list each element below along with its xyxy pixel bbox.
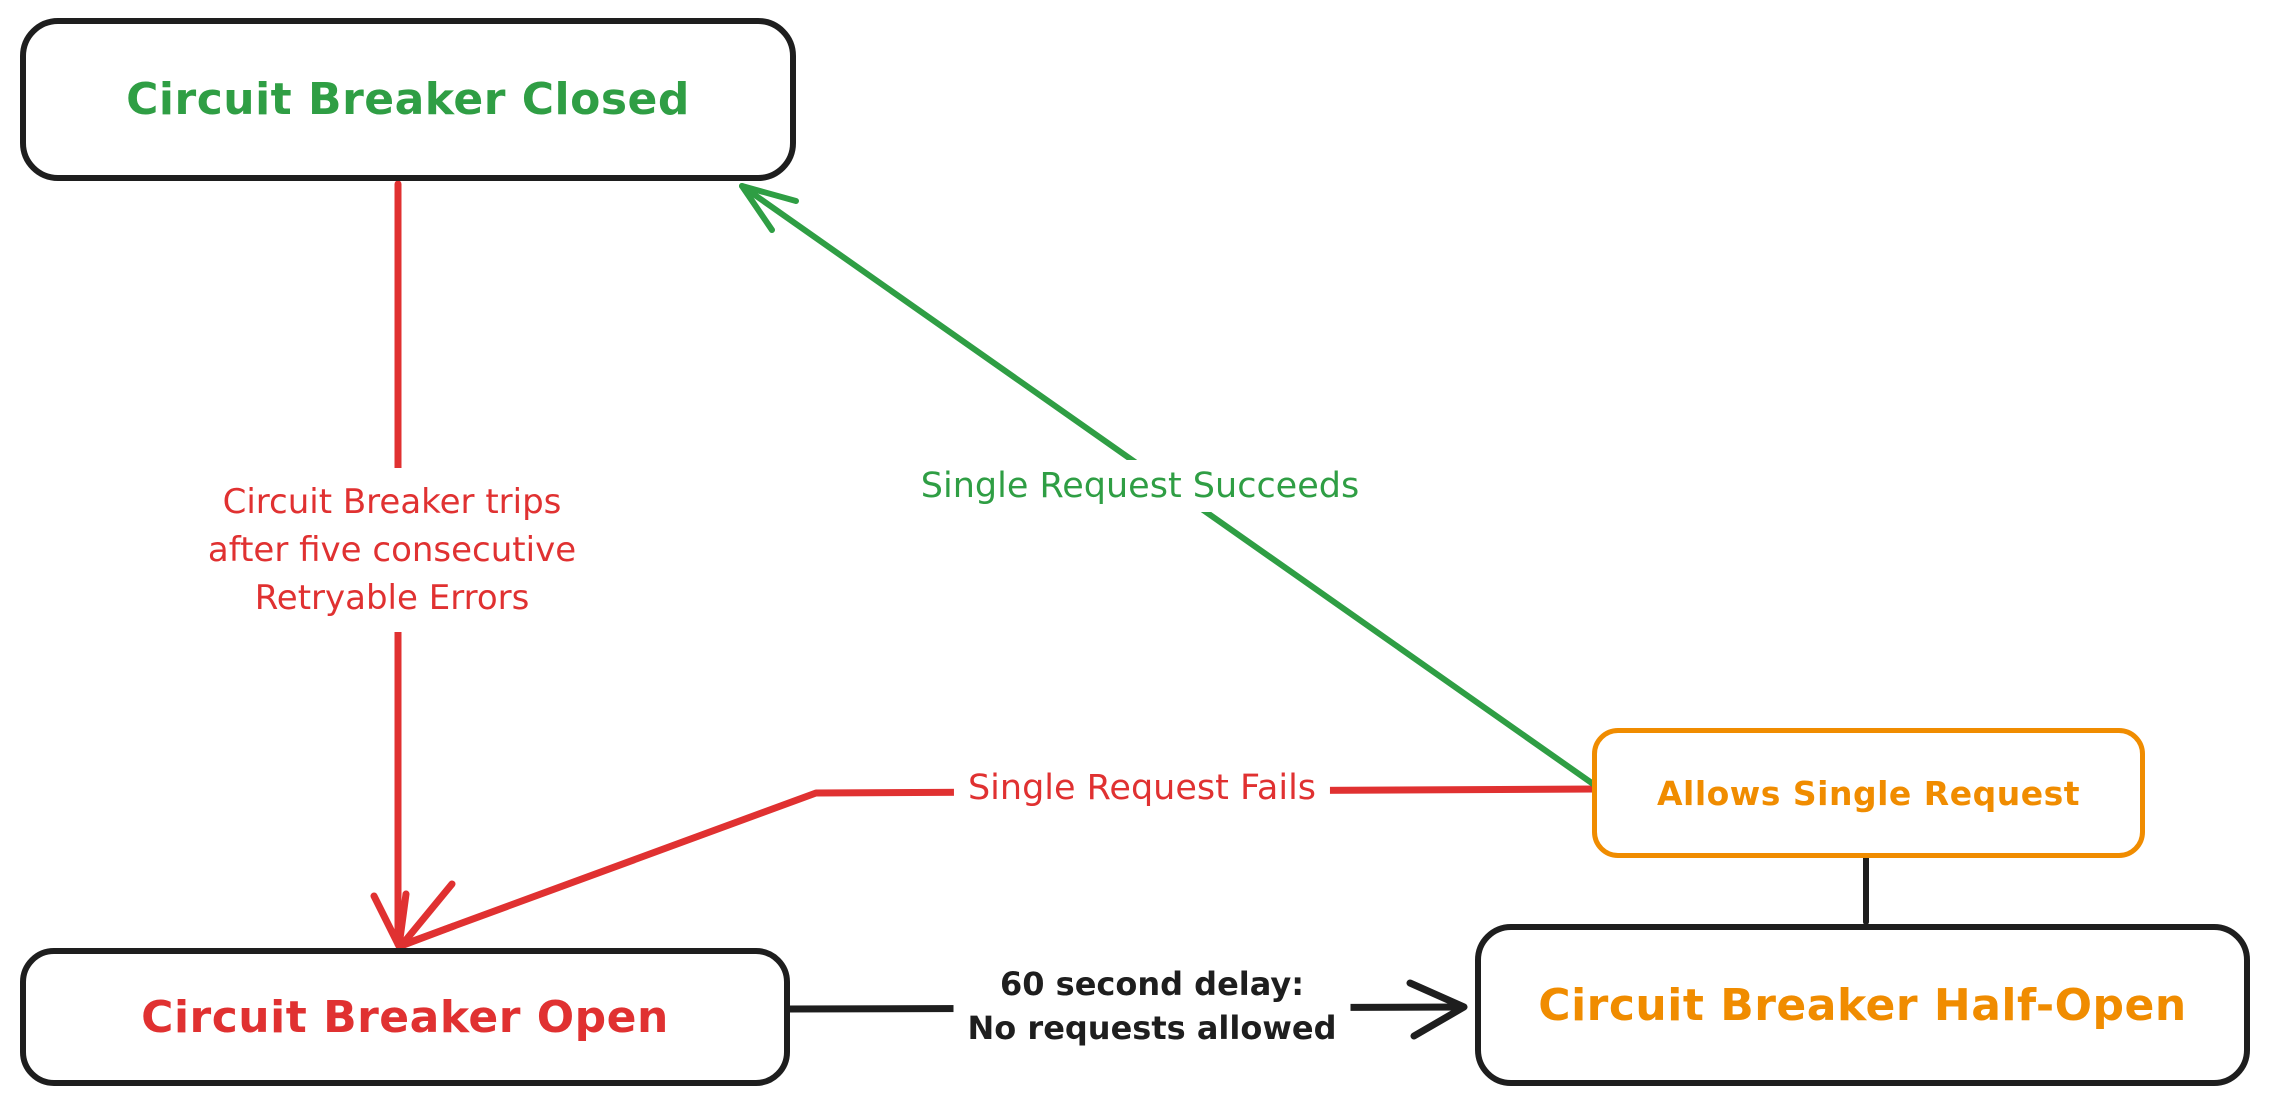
node-circuit-breaker-closed: Circuit Breaker Closed — [20, 18, 796, 181]
node-label-closed: Circuit Breaker Closed — [126, 74, 690, 125]
edge-label-trips-line-3: Retryable Errors — [254, 578, 530, 618]
node-circuit-breaker-half-open: Circuit Breaker Half-Open — [1475, 924, 2250, 1086]
node-label-allows: Allows Single Request — [1656, 773, 2081, 813]
edge-label-trips: Circuit Breaker trips after five consecu… — [191, 468, 593, 632]
edge-label-succeeds: Single Request Succeeds — [906, 460, 1374, 512]
edge-label-delay-line-1: 60 second delay: — [999, 965, 1305, 1003]
succeeds-arrowhead — [739, 183, 799, 233]
node-label-open: Circuit Breaker Open — [141, 991, 669, 1043]
node-circuit-breaker-open: Circuit Breaker Open — [20, 948, 790, 1086]
edge-label-delay: 60 second delay: No requests allowed — [953, 956, 1351, 1056]
delay-arrowhead — [1406, 979, 1468, 1040]
edge-label-fails: Single Request Fails — [953, 762, 1331, 814]
fails-arrow-line — [398, 785, 1600, 949]
node-label-half-open: Circuit Breaker Half-Open — [1538, 979, 2187, 1031]
edge-label-delay-line-2: No requests allowed — [967, 1009, 1337, 1047]
edge-label-trips-line-1: Circuit Breaker trips — [222, 482, 562, 522]
node-allows-single-request: Allows Single Request — [1592, 728, 2145, 858]
fails-arrowhead — [397, 880, 458, 950]
edge-label-trips-line-2: after five consecutive — [207, 530, 577, 570]
